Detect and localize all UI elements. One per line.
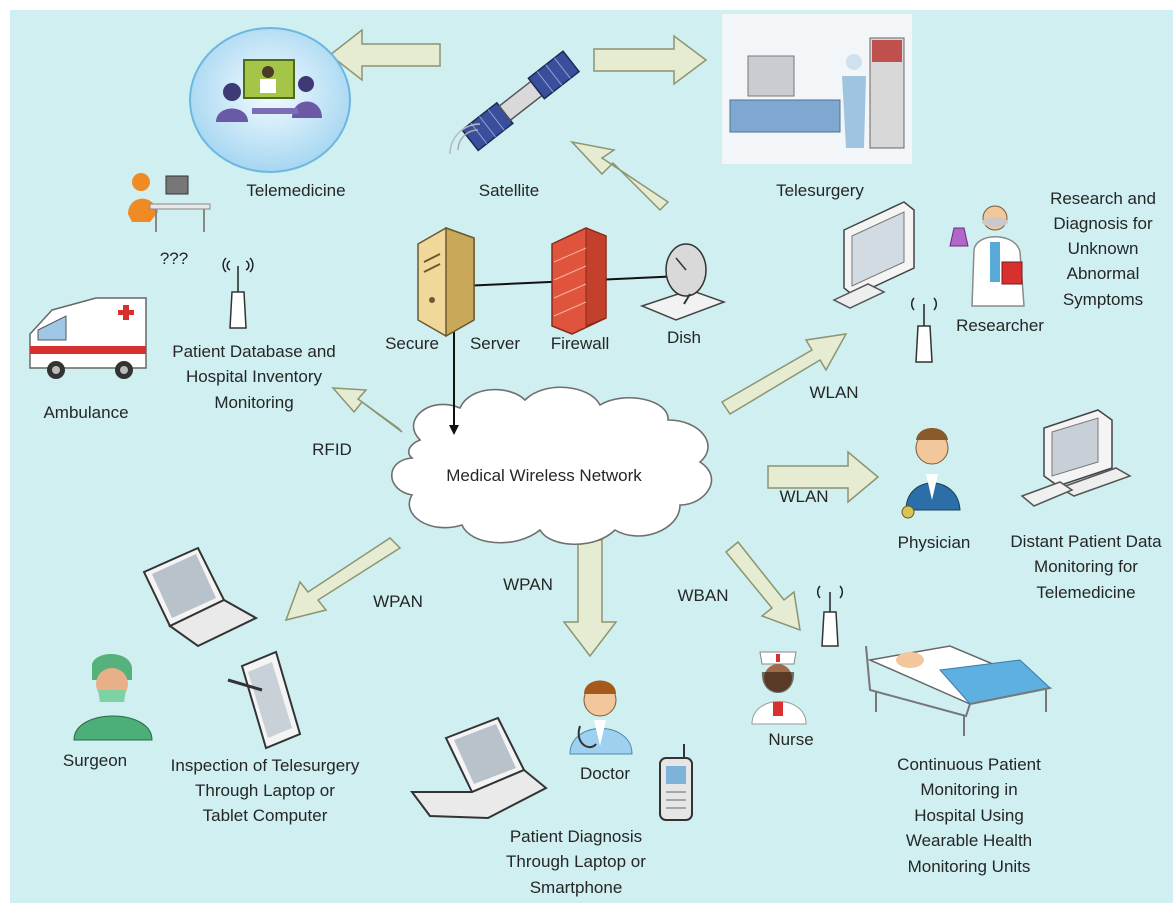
continuous-label-line5: Monitoring Units [908, 857, 1031, 876]
research-label-line3: Unknown [1068, 239, 1139, 258]
satellite-label: Satellite [479, 181, 539, 200]
patient-database-label-line1: Patient Database and [172, 342, 336, 361]
rfid-link-label: RFID [312, 440, 352, 459]
inspection-label-line1: Inspection of Telesurgery [171, 756, 360, 775]
arrow-wlan-physician [767, 450, 880, 504]
smartphone-icon [659, 744, 693, 821]
hospital-bed-icon [865, 645, 1053, 736]
laptop-left-icon [142, 546, 259, 648]
doctor-label: Doctor [580, 764, 630, 783]
secure-label: Secure [385, 334, 439, 353]
distant-monitoring-label-line1: Distant Patient Data [1010, 532, 1162, 551]
inspection-label-line3: Tablet Computer [203, 806, 328, 825]
wlan-upper-label: WLAN [809, 383, 858, 402]
inspection-label-line2: Through Laptop or [195, 781, 335, 800]
continuous-label-line3: Hospital Using [914, 806, 1024, 825]
dish-label: Dish [667, 328, 701, 347]
researcher-antenna-icon [910, 297, 938, 363]
wlan-lower-label: WLAN [779, 487, 828, 506]
nurse-antenna-icon [816, 585, 844, 647]
wban-label: WBAN [678, 586, 729, 605]
arrow-satellite-to-telemedicine [328, 28, 441, 82]
research-label-line1: Research and [1050, 189, 1156, 208]
continuous-label-line4: Wearable Health [906, 831, 1032, 850]
arrow-rfid [331, 387, 403, 433]
monitor-icon [832, 201, 915, 309]
physician-icon [901, 428, 961, 519]
doctor-icon [569, 680, 633, 755]
wpan-left-label: WPAN [373, 592, 423, 611]
patient-diagnosis-label-line2: Through Laptop or [506, 852, 646, 871]
patient-database-label-line3: Monitoring [214, 393, 293, 412]
patient-diagnosis-label-line1: Patient Diagnosis [510, 827, 642, 846]
firewall-label: Firewall [551, 334, 610, 353]
desktop-computer-icon [1020, 409, 1132, 507]
continuous-label-line2: Monitoring in [920, 780, 1017, 799]
nurse-icon [751, 651, 807, 725]
server-label: Server [470, 334, 520, 353]
arrow-wpan-doctor [562, 539, 618, 658]
ambulance-icon [29, 297, 147, 379]
satellite-icon [449, 50, 581, 155]
arrow-satellite-to-telesurgery [593, 34, 708, 86]
nurse-label: Nurse [768, 730, 813, 749]
arrow-wlan-researcher [720, 333, 848, 416]
telesurgery-label: Telesurgery [776, 181, 864, 200]
surgeon-icon [73, 653, 153, 741]
ambulance-label: Ambulance [43, 403, 128, 422]
distant-monitoring-label-line3: Telemedicine [1036, 583, 1135, 602]
arrow-dish-to-satellite [569, 140, 670, 212]
distant-monitoring-label-line2: Monitoring for [1034, 557, 1138, 576]
network-label: Medical Wireless Network [446, 466, 642, 485]
unknown-user-icon [128, 173, 211, 232]
medical-wireless-network-cloud: Medical Wireless Network [390, 386, 713, 546]
researcher-label: Researcher [956, 316, 1044, 335]
wpan-center-label: WPAN [503, 575, 553, 594]
unknown-user-label: ??? [160, 249, 188, 268]
telesurgery-icon [722, 14, 912, 164]
server-icon [417, 226, 475, 338]
continuous-label-line1: Continuous Patient [897, 755, 1041, 774]
telemedicine-icon [189, 27, 351, 173]
telemedicine-label: Telemedicine [246, 181, 345, 200]
research-label-line5: Symptoms [1063, 290, 1143, 309]
dish-icon [639, 243, 727, 321]
arrow-wban-nurse [724, 540, 801, 632]
patient-diagnosis-label-line3: Smartphone [530, 878, 623, 897]
laptop-center-icon [410, 716, 548, 820]
patient-database-label-line2: Hospital Inventory [186, 367, 323, 386]
firewall-icon [551, 227, 607, 335]
surgeon-label: Surgeon [63, 751, 127, 770]
research-label-line2: Diagnosis for [1053, 214, 1153, 233]
tablet-icon [227, 650, 302, 750]
arrow-wpan-surgeon [284, 537, 402, 622]
rfid-antenna-icon [222, 257, 254, 329]
research-label-line4: Abnormal [1067, 264, 1140, 283]
physician-label: Physician [898, 533, 971, 552]
researcher-icon [949, 205, 1025, 307]
